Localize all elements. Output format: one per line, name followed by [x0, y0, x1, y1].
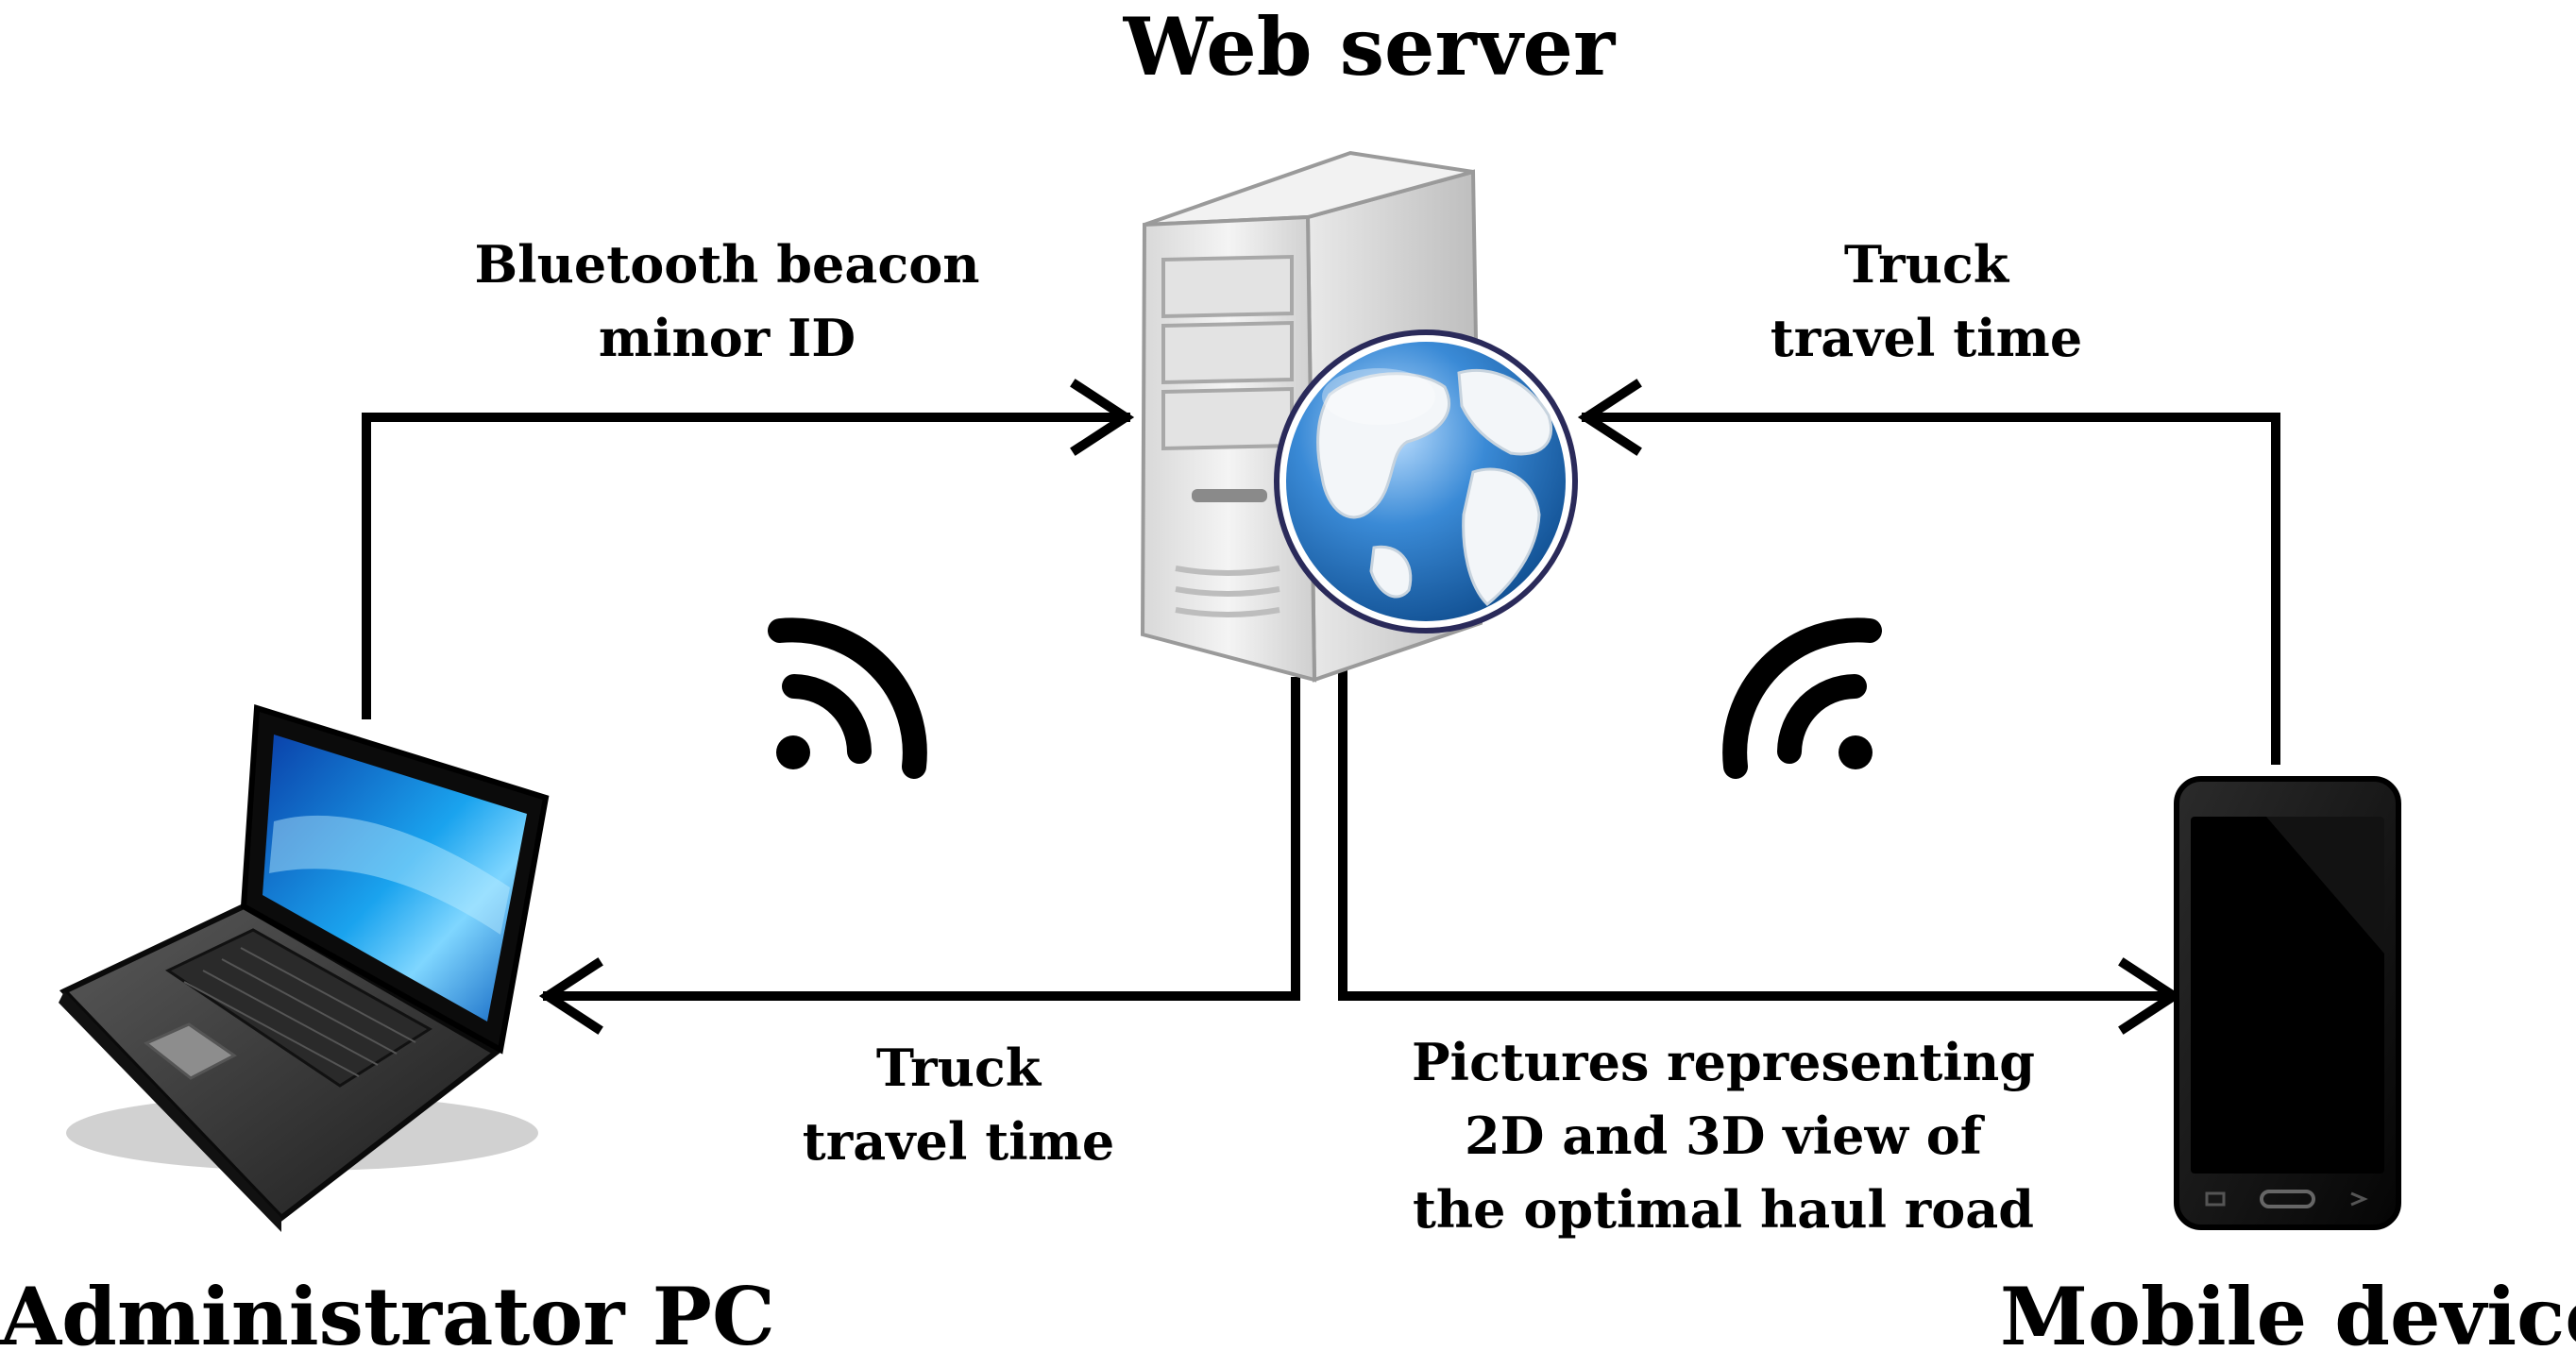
- edge-mobile-to-server: [1577, 379, 2280, 765]
- edge-label-admin-to-server: Bluetooth beacon minor ID: [444, 228, 1010, 375]
- edge-admin-to-server: [362, 379, 1135, 719]
- edge-label-line: the optimal haul road: [1412, 1179, 2035, 1240]
- node-label-web-server: Web server: [1123, 0, 1616, 93]
- edge-label-server-to-mobile: Pictures representing 2D and 3D view of …: [1360, 1025, 2087, 1246]
- laptop-icon: [59, 704, 550, 1232]
- edge-label-mobile-to-server: Truck travel time: [1681, 228, 2172, 375]
- web-server-globe-icon: [1140, 150, 1578, 683]
- node-label-mobile-device: Mobile device: [2000, 1270, 2576, 1363]
- edge-server-to-admin: [538, 677, 1300, 1035]
- wifi-icon: [768, 617, 927, 779]
- edge-label-line: 2D and 3D view of: [1465, 1106, 1982, 1166]
- edge-label-line: Pictures representing: [1411, 1032, 2036, 1092]
- edge-label-line: travel time: [802, 1111, 1115, 1172]
- wifi-icon: [1722, 617, 1882, 779]
- node-label-administrator-pc: Administrator PC: [0, 1270, 775, 1363]
- smartphone-icon: [2174, 776, 2401, 1230]
- edge-server-to-mobile: [1338, 656, 2183, 1035]
- edge-label-line: Truck: [1843, 234, 2009, 295]
- arrowhead: [1070, 379, 1135, 456]
- edge-label-line: Bluetooth beacon: [474, 234, 980, 295]
- arrowhead: [1577, 379, 1642, 456]
- edge-label-line: minor ID: [598, 308, 856, 368]
- arrowhead: [538, 957, 603, 1035]
- edge-label-server-to-admin: Truck travel time: [713, 1031, 1204, 1178]
- edge-label-line: Truck: [875, 1038, 1042, 1098]
- edge-label-line: travel time: [1770, 308, 2083, 368]
